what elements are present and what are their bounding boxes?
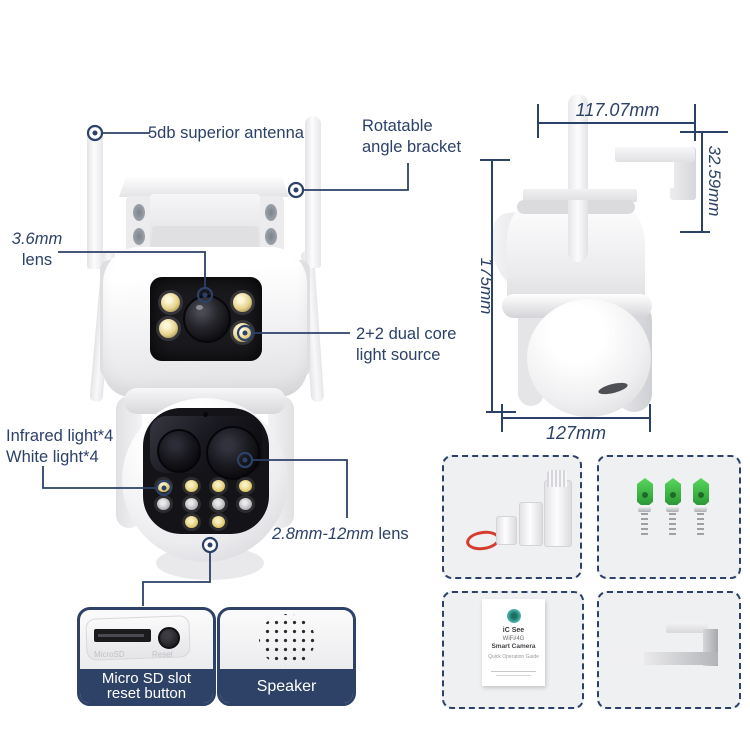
tile-micro-sd-label-line2: reset button xyxy=(106,685,187,702)
anchor-hole xyxy=(670,492,676,498)
sd-etched-label: MicroSD xyxy=(94,650,125,659)
callout-lens36-value: 3.6mm xyxy=(11,230,63,248)
warm-led xyxy=(230,320,255,345)
callout-bracket-line2: angle bracket xyxy=(362,137,462,156)
bracket-hole xyxy=(133,228,145,245)
wide-lens xyxy=(157,429,201,473)
bracket-hole xyxy=(265,228,277,245)
mounting-screw xyxy=(638,506,651,537)
callout-lens36-word: lens xyxy=(21,250,53,269)
tile-speaker-label: Speaker xyxy=(220,669,353,703)
manual-brand: iC See xyxy=(502,627,525,634)
manual-subtitle: Quick Operation Guide xyxy=(488,654,539,660)
warm-led xyxy=(230,290,255,315)
wall-anchor xyxy=(665,478,681,505)
callout-duallight-line1: 2+2 dual core xyxy=(356,325,457,343)
white-light-led xyxy=(209,513,228,531)
mic-hole xyxy=(203,412,208,417)
screw-head xyxy=(694,506,707,512)
marker-bracket xyxy=(287,181,305,199)
side-ball xyxy=(527,299,651,417)
white-light-led xyxy=(182,513,201,531)
callout-lens36: 3.6mm lens xyxy=(6,229,68,270)
connector-cap-medium xyxy=(519,502,543,546)
tile-micro-sd-label-line1: Micro SD slot xyxy=(101,670,192,687)
wall-anchor xyxy=(693,478,709,505)
callout-antenna: 5db superior antenna xyxy=(148,124,304,142)
callout-lights-line1: Infrared light*4 xyxy=(6,427,114,445)
anchor-hole xyxy=(698,492,704,498)
left-antenna xyxy=(87,127,103,269)
mounting-screw xyxy=(694,506,707,537)
side-bracket-notch xyxy=(662,162,674,188)
bracket-top-tab xyxy=(666,622,708,633)
callout-lights-line2: White light*4 xyxy=(6,447,99,466)
right-antenna xyxy=(305,116,321,268)
connector-cap-small xyxy=(496,516,517,545)
reset-etched-label: Reset xyxy=(152,650,173,659)
side-antenna-front xyxy=(568,200,588,262)
wall-anchor xyxy=(637,478,653,505)
white-light-led xyxy=(154,477,173,495)
manual-product-line2: Smart Camera xyxy=(491,643,536,650)
manual-footer-line xyxy=(491,671,536,672)
screw-head xyxy=(638,506,651,512)
callout-duallight: 2+2 dual core light source xyxy=(356,324,456,365)
connector-body-large xyxy=(544,480,572,547)
callout-duallight-line2: light source xyxy=(356,345,441,364)
sd-card-slot xyxy=(94,629,151,642)
reset-button xyxy=(158,627,180,649)
tile-speaker-label-text: Speaker xyxy=(256,677,317,695)
box-waterproof-kit xyxy=(442,455,582,579)
callout-lens2812-value: 2.8mm-12mm xyxy=(272,525,374,543)
box-screw-kit xyxy=(597,455,741,579)
manual-footer-line xyxy=(496,675,531,676)
lens-highlight xyxy=(196,305,203,310)
screw-head xyxy=(666,506,679,512)
bracket-hole xyxy=(133,204,145,221)
white-light-led xyxy=(209,477,228,495)
bracket-wall-plate xyxy=(608,648,644,668)
tile-micro-sd: MicroSD Reset Micro SD slot reset button xyxy=(77,607,216,706)
side-top-plate xyxy=(523,189,637,202)
side-bracket-arm xyxy=(615,147,695,162)
callout-lens2812-word: lens xyxy=(378,525,409,543)
callout-bracket-line1: Rotatable xyxy=(362,117,433,135)
speaker-hole-pattern xyxy=(259,614,315,666)
dim-height: 175mm xyxy=(477,257,496,315)
callout-bracket: Rotatable angle bracket xyxy=(362,116,461,157)
dim-bracket-offset: 32.59mm xyxy=(705,145,724,217)
infrared-led xyxy=(182,495,201,513)
manual-logo xyxy=(507,609,521,623)
warm-led xyxy=(156,316,181,341)
tile-speaker: Speaker xyxy=(217,607,356,706)
callout-lights: Infrared light*4 White light*4 xyxy=(6,426,113,467)
manual-product-line1: WiFi/4G xyxy=(502,636,525,642)
mounting-screw xyxy=(666,506,679,537)
box-bracket xyxy=(597,591,741,709)
callout-lens2812: 2.8mm-12mm lens xyxy=(272,524,409,545)
dim-top-width: 117.07mm xyxy=(575,100,660,120)
tile-micro-sd-label: Micro SD slot reset button xyxy=(80,669,213,703)
box-manual: iC See WiFi/4G Smart Camera Quick Operat… xyxy=(442,591,584,709)
infrared-led xyxy=(154,495,173,513)
infrared-led xyxy=(236,495,255,513)
warm-led xyxy=(158,290,183,315)
anchor-hole xyxy=(642,492,648,498)
sd-slot-opening xyxy=(98,634,144,637)
white-light-led xyxy=(182,477,201,495)
bracket-top-plate xyxy=(119,177,289,197)
bracket-hole xyxy=(265,204,277,221)
connector-brush-top xyxy=(547,470,567,487)
dim-base-width: 127mm xyxy=(545,423,607,443)
white-light-led xyxy=(236,477,255,495)
fixed-lens-3-6mm xyxy=(183,295,231,343)
infrared-led xyxy=(209,495,228,513)
zoom-lens-2-8-12mm xyxy=(206,426,260,480)
manual-booklet: iC See WiFi/4G Smart Camera Quick Operat… xyxy=(482,599,545,686)
